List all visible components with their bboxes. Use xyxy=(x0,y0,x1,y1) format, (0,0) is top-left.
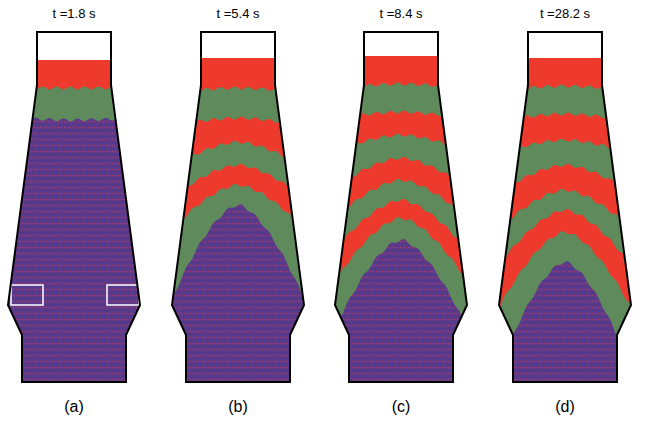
particle-bed xyxy=(495,58,635,398)
red-layer xyxy=(331,56,471,223)
particle-bed xyxy=(168,58,308,398)
time-label: t =1.8 s xyxy=(53,6,96,21)
green-layer xyxy=(331,56,471,255)
red-layer xyxy=(331,56,471,90)
sample-box xyxy=(11,285,43,305)
red-layer xyxy=(495,58,635,92)
green-layer xyxy=(495,58,635,381)
green-layer xyxy=(495,58,635,271)
red-layer xyxy=(495,58,635,233)
green-layer xyxy=(495,58,635,122)
purple-particles xyxy=(168,58,308,398)
time-label: t =8.4 s xyxy=(380,6,423,21)
purple-particles xyxy=(331,56,471,396)
red-layer xyxy=(4,60,144,89)
hopper-outline xyxy=(172,32,304,382)
hopper-outline xyxy=(8,32,140,382)
particle-bed xyxy=(331,56,471,396)
green-layer xyxy=(331,56,471,337)
hopper-outline xyxy=(335,32,467,382)
red-layer xyxy=(495,58,635,155)
time-label: t =28.2 s xyxy=(540,6,590,21)
red-layer xyxy=(168,58,308,94)
particle-bed xyxy=(4,60,144,400)
hopper-outline xyxy=(499,32,631,382)
panel-label: (c) xyxy=(392,398,411,416)
sample-box xyxy=(107,285,139,305)
panel-label: (d) xyxy=(555,398,575,416)
time-label: t =5.4 s xyxy=(217,6,260,21)
green-layer xyxy=(4,60,144,121)
green-layer xyxy=(331,56,471,120)
panel-label: (b) xyxy=(228,398,248,416)
red-layer xyxy=(331,56,471,153)
panel-label: (a) xyxy=(64,398,84,416)
red-layer xyxy=(168,58,308,234)
green-layer xyxy=(168,58,308,127)
purple-particles xyxy=(4,60,144,400)
red-layer xyxy=(168,58,308,170)
purple-particles xyxy=(495,58,635,398)
red-layer xyxy=(495,58,635,315)
